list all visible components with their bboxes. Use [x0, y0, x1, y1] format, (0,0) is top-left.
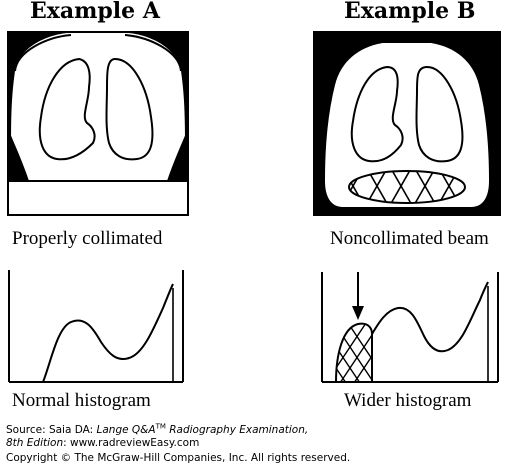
source-edition: 8th Edition	[6, 437, 64, 449]
source-website: : www.radreviewEasy.com	[63, 437, 200, 449]
example-b-histogram-caption: Wider histogram	[344, 390, 472, 411]
source-book-title: Lange Q&A	[96, 424, 156, 436]
example-a-histogram	[8, 270, 184, 383]
example-b-radiograph	[313, 31, 501, 216]
example-b-histogram	[321, 272, 499, 383]
source-trademark: TM	[155, 422, 166, 431]
source-citation: Source: Saia DA: Lange Q&ATM Radiography…	[6, 422, 309, 437]
source-copyright: Copyright © The McGraw-Hill Companies, I…	[6, 452, 351, 464]
example-b-image-caption: Noncollimated beam	[330, 228, 489, 249]
source-book-title-rest: Radiography Examination,	[165, 424, 309, 436]
example-a-title: Example A	[30, 0, 160, 24]
example-a-radiograph	[7, 31, 189, 216]
source-prefix: Source: Saia DA:	[6, 424, 97, 436]
example-a-image-caption: Properly collimated	[12, 228, 163, 249]
source-edition-line: 8th Edition: www.radreviewEasy.com	[6, 437, 199, 450]
example-b-title: Example B	[344, 0, 476, 24]
example-a-histogram-caption: Normal histogram	[12, 390, 151, 411]
